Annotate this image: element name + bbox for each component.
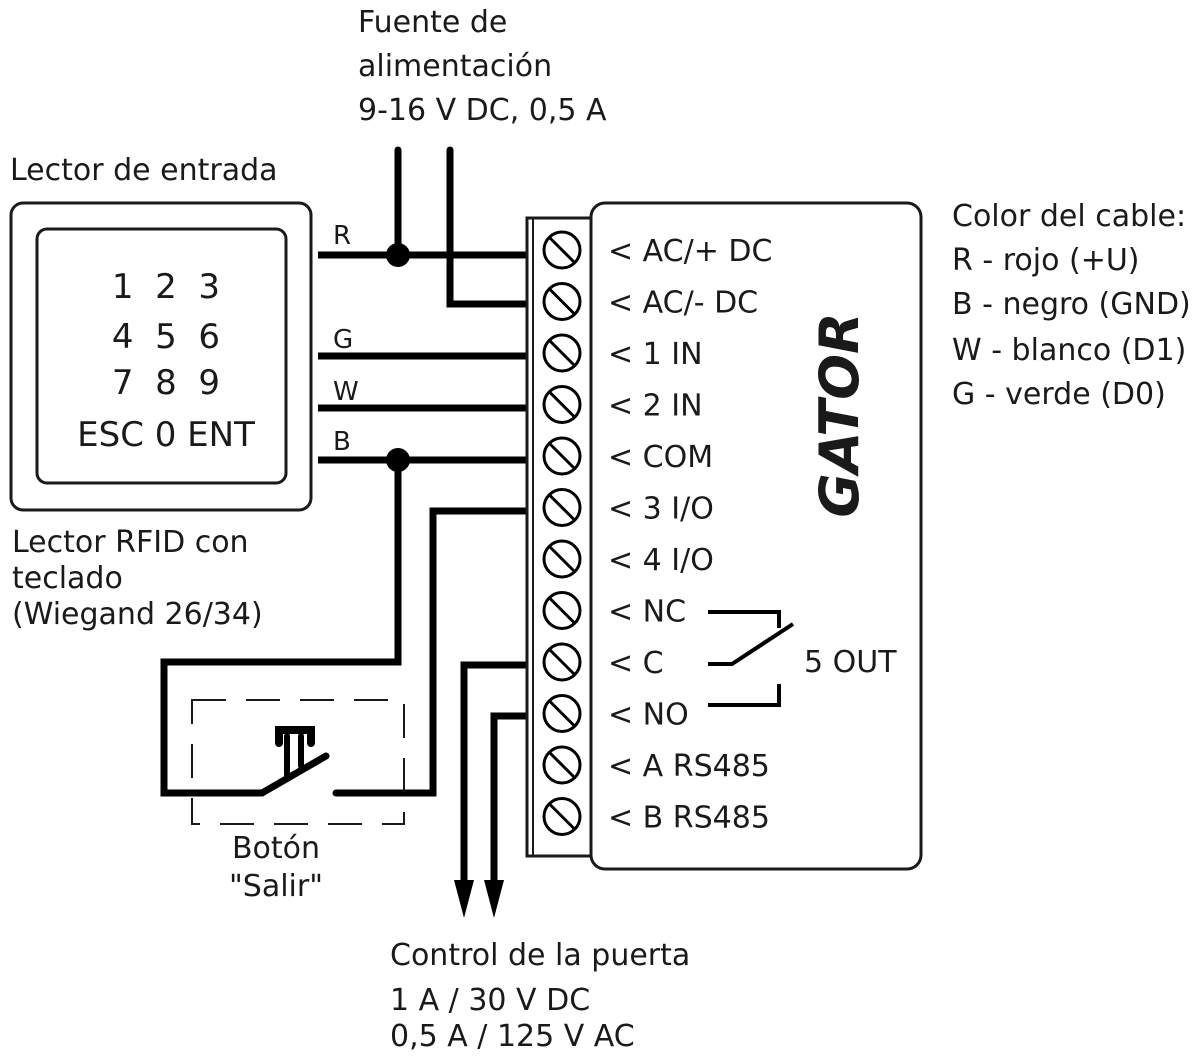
terminal-label: < A RS485 (608, 749, 770, 784)
arrow-door-2 (484, 880, 504, 918)
terminal: < COM (542, 436, 713, 476)
terminal: < 1 IN (542, 333, 703, 373)
terminal-label: < AC/+ DC (608, 234, 772, 269)
junction-dot-b (386, 448, 410, 472)
cable-legend: Color del cable: R - rojo (+U) B - negro… (952, 199, 1191, 412)
exit-button-label-1: Botón (232, 831, 320, 866)
door-control-title: Control de la puerta (390, 938, 690, 973)
terminal: < 2 IN (542, 385, 703, 424)
terminal-label: < 3 I/O (608, 492, 714, 527)
terminal: < C (542, 642, 664, 682)
terminal: < B RS485 (542, 797, 770, 836)
terminal-label: < NC (608, 595, 686, 630)
terminal-label: < AC/- DC (608, 286, 758, 321)
power-supply-line-2: alimentación (358, 49, 552, 84)
screw-slot-icon (548, 545, 576, 573)
reader-description-line-3: (Wiegand 26/34) (12, 597, 263, 632)
terminal: < NO (542, 694, 689, 733)
screw-slot-icon (548, 751, 576, 779)
wire-label-r: R (333, 221, 351, 251)
wire-label-b: B (333, 427, 351, 457)
screw-slot-icon (548, 442, 576, 470)
keypad-row-4: ESC 0 ENT (77, 415, 255, 455)
controller-name: GATOR (808, 312, 871, 517)
exit-button-label-2: "Salir" (229, 869, 323, 904)
terminal: < 3 I/O (542, 488, 714, 527)
terminal-list: < AC/+ DC < AC/- DC < 1 IN < 2 IN < COM < 3 I… (542, 230, 772, 836)
cable-legend-title: Color del cable: (952, 199, 1186, 234)
button-contact-lever (258, 752, 330, 797)
relay-symbol (708, 610, 795, 707)
reader-description-line-2: teclado (12, 561, 123, 596)
keypad-row-1: 1 2 3 (112, 267, 220, 307)
keypad: 1 2 3 4 5 6 7 8 9 ESC 0 ENT (77, 267, 255, 455)
cable-legend-item: G - verde (D0) (952, 377, 1166, 412)
reader-outer-box (9, 201, 313, 512)
arrow-door-1 (454, 880, 474, 918)
exit-button-enclosure (191, 699, 405, 825)
screw-slot-icon (548, 236, 576, 264)
screw-slot-icon (548, 288, 576, 315)
screw-slot-icon (548, 700, 576, 727)
wire-io3-to-button (332, 507, 531, 797)
terminal-label: < COM (608, 440, 713, 475)
relay-no-contact (708, 684, 781, 707)
terminal-label: < B RS485 (608, 801, 770, 836)
reader-keypad-box (35, 227, 288, 485)
screw-slot-icon (548, 597, 576, 624)
junction-dot-r (386, 243, 410, 267)
terminal: < A RS485 (542, 745, 770, 785)
relay-common-lever (708, 622, 795, 666)
screw-slot-icon (548, 803, 576, 830)
screw-slot-icon (548, 648, 576, 676)
wire-label-g: G (333, 325, 353, 355)
terminal-label: < NO (608, 698, 689, 733)
cable-legend-item: R - rojo (+U) (952, 243, 1140, 278)
terminal: < 4 I/O (542, 539, 714, 579)
terminal: < AC/+ DC (542, 230, 772, 270)
wire-label-w: W (333, 377, 359, 407)
relay-label: 5 OUT (804, 645, 897, 680)
relay-nc-contact (708, 610, 781, 628)
keypad-row-3: 7 8 9 (112, 363, 220, 403)
reader-description: Lector RFID con teclado (Wiegand 26/34) (12, 525, 263, 632)
terminal-label: < 4 I/O (608, 543, 714, 578)
cable-legend-item: W - blanco (D1) (952, 333, 1186, 368)
terminal-label: < 2 IN (608, 389, 703, 424)
terminal: < NC (542, 591, 686, 630)
screw-slot-icon (548, 391, 576, 418)
power-supply-line-3: 9-16 V DC, 0,5 A (358, 93, 607, 128)
wire-b-to-button (160, 456, 402, 797)
screw-slot-icon (548, 339, 576, 367)
terminal-label: < C (608, 646, 664, 681)
power-supply-line-1: Fuente de (358, 5, 507, 40)
door-control-ac: 0,5 A / 125 V AC (390, 1019, 635, 1054)
power-supply-label: Fuente de alimentación 9-16 V DC, 0,5 A (358, 5, 607, 128)
wire-no-to-door (490, 712, 531, 889)
wire-c-to-door (460, 661, 531, 889)
button-cap (275, 726, 315, 747)
screw-slot-icon (548, 494, 576, 521)
reader-description-line-1: Lector RFID con (12, 525, 249, 560)
reader-title: Lector de entrada (10, 153, 278, 188)
terminal-label: < 1 IN (608, 337, 703, 372)
door-control-dc: 1 A / 30 V DC (390, 983, 590, 1018)
cable-legend-item: B - negro (GND) (952, 287, 1191, 322)
wires (160, 146, 531, 889)
terminal: < AC/- DC (542, 282, 758, 321)
keypad-row-2: 4 5 6 (112, 317, 220, 357)
wire-power-minus (446, 146, 531, 308)
